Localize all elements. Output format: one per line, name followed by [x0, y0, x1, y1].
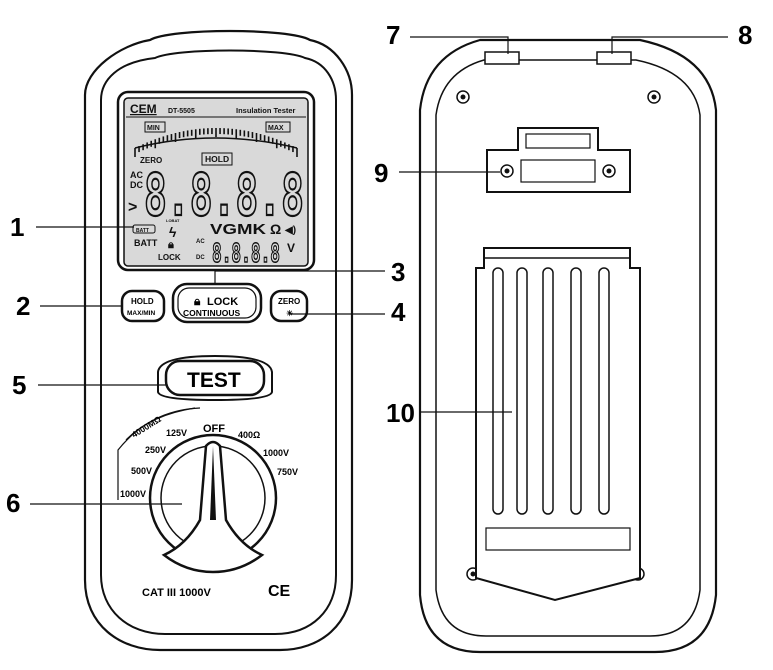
- lcd-product: Insulation Tester: [236, 106, 296, 115]
- lcd-batt-indicator: [132, 224, 156, 234]
- back-view: [418, 38, 718, 654]
- lock-button-icon: 🔒︎: [194, 294, 201, 308]
- lcd-min: MIN: [147, 125, 160, 132]
- input-jack-right: [596, 51, 632, 65]
- maxmin-button-label: MAX/MIN: [127, 310, 155, 317]
- screw-top-left-core: [460, 94, 466, 100]
- lcd-max-box: [265, 121, 291, 133]
- battery-cover-latch: [525, 133, 591, 149]
- battery-cover-screw-left-core: [504, 168, 510, 174]
- lcd-hold: HOLD: [205, 154, 229, 164]
- screw-top-right-core: [651, 94, 657, 100]
- lcd-hold-box: [201, 152, 233, 166]
- footer-ce-mark: CE: [268, 583, 291, 600]
- lcd-dc: DC: [130, 180, 143, 190]
- test-button[interactable]: [164, 359, 266, 397]
- lcd-ohm: Ω: [270, 221, 281, 237]
- tilt-stand-slot: [542, 267, 554, 515]
- lcd-ac2: AC: [196, 239, 205, 245]
- lcd-bargraph-arc: [134, 137, 298, 149]
- tilt-stand-slot: [516, 267, 528, 515]
- leader-line-8: [611, 36, 728, 54]
- lcd-min-box: [144, 121, 166, 133]
- dial-label-125v: 125V: [166, 428, 187, 438]
- lcd-ac: AC: [130, 170, 143, 180]
- hold-button-label: HOLD: [131, 297, 154, 306]
- lock-icon: 🔒︎: [168, 239, 174, 251]
- lock-continuous-button[interactable]: [171, 282, 263, 324]
- lock-button-label: LOCK: [207, 296, 238, 308]
- dial-label-750v-ac: 750V: [277, 467, 298, 477]
- callout-8: 8: [738, 20, 752, 50]
- callout-9: 9: [374, 158, 388, 188]
- callout-4: 4: [391, 297, 406, 327]
- lcd-lobat: LOBAT: [166, 218, 180, 223]
- tilt-stand-slot: [492, 267, 504, 515]
- lcd-bargraph-ticks: [134, 128, 298, 157]
- callout-1: 1: [10, 212, 24, 242]
- lcd-dc2: DC: [196, 255, 205, 261]
- callout-7: 7: [386, 20, 400, 50]
- callout-3: 3: [391, 257, 405, 287]
- lcd-units: VGMK: [210, 221, 266, 238]
- dial-label-250v: 250V: [145, 445, 166, 455]
- dial-label-off: OFF: [203, 423, 225, 435]
- leader-line-3: [214, 270, 385, 284]
- battery-cover-screw-right-core: [606, 168, 612, 174]
- leader-line-7: [410, 36, 509, 54]
- zero-button-label: ZERO: [278, 297, 300, 306]
- lcd-main-digits: 8.8.8.8: [144, 161, 304, 229]
- dial-label-1000v-dc: 1000V: [263, 448, 289, 458]
- callouts: 1 2 3 4 5 6 7 8 9 10: [6, 20, 752, 518]
- lock-button-inner: [177, 287, 257, 319]
- lcd-lock: LOCK: [158, 253, 181, 262]
- dial-range-bracket: [117, 407, 201, 500]
- lcd-sub-digits: 8.8.8.8: [212, 239, 280, 269]
- lcd-model: DT-5505: [168, 108, 195, 115]
- screw-bottom-left-core: [470, 571, 476, 577]
- lcd-batt: BATT: [134, 238, 158, 248]
- lcd-screen: [123, 97, 309, 267]
- lightning-icon: ϟ: [169, 224, 177, 240]
- callout-6: 6: [6, 488, 20, 518]
- tilt-stand-slot: [598, 267, 610, 515]
- dial-label-1000v: 1000V: [120, 489, 146, 499]
- lcd-batt-small: BATT: [136, 228, 149, 234]
- lcd-v: V: [287, 241, 295, 255]
- continuous-button-label: CONTINUOUS: [183, 308, 240, 318]
- front-view: CEM DT-5505 Insulation Tester MIN MAX ZE…: [83, 29, 354, 652]
- dial-label-500v: 500V: [131, 466, 152, 476]
- tilt-stand-slot: [570, 267, 582, 515]
- lcd-max: MAX: [268, 125, 284, 132]
- footer-cat-rating: CAT III 1000V: [142, 587, 212, 599]
- speaker-icon: ◀): [284, 225, 296, 236]
- input-jack-left: [484, 51, 520, 65]
- battery-cover-window: [520, 159, 596, 183]
- dial-label-400ohm: 400Ω: [238, 430, 260, 440]
- test-button-label: TEST: [187, 369, 241, 392]
- tilt-stand-slots: [492, 267, 610, 515]
- callout-5: 5: [12, 370, 26, 400]
- callout-2: 2: [16, 291, 30, 321]
- callout-10: 10: [386, 398, 415, 428]
- lcd-gt: >: [128, 199, 137, 216]
- lcd-zero: ZERO: [140, 156, 162, 165]
- tilt-stand-foot: [485, 527, 631, 551]
- rotary-dial-pointer: [210, 446, 216, 520]
- lcd-brand: CEM: [130, 102, 157, 116]
